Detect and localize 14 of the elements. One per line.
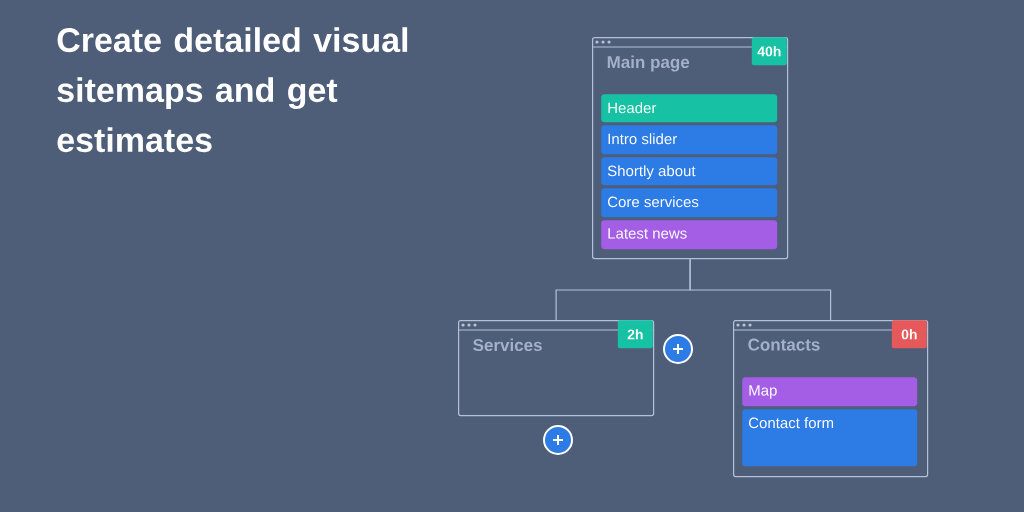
section-block: Map [742,377,918,407]
section-block: Latest news [601,220,778,250]
section-block: Core services [601,188,778,218]
add-button [663,334,693,364]
hours-badge: 0h [891,320,927,349]
section-block: Header [601,94,778,123]
hours-badge: 40h [751,37,787,66]
section-block: Shortly about [601,157,778,186]
title: Create detailed visual sitemaps and get estimates [57,27,408,153]
section-block: Intro slider [601,125,778,155]
hours-badge: 2h [617,320,653,349]
add-button [543,425,573,455]
connector-line [689,258,832,321]
section-block: Contact form [742,409,918,467]
